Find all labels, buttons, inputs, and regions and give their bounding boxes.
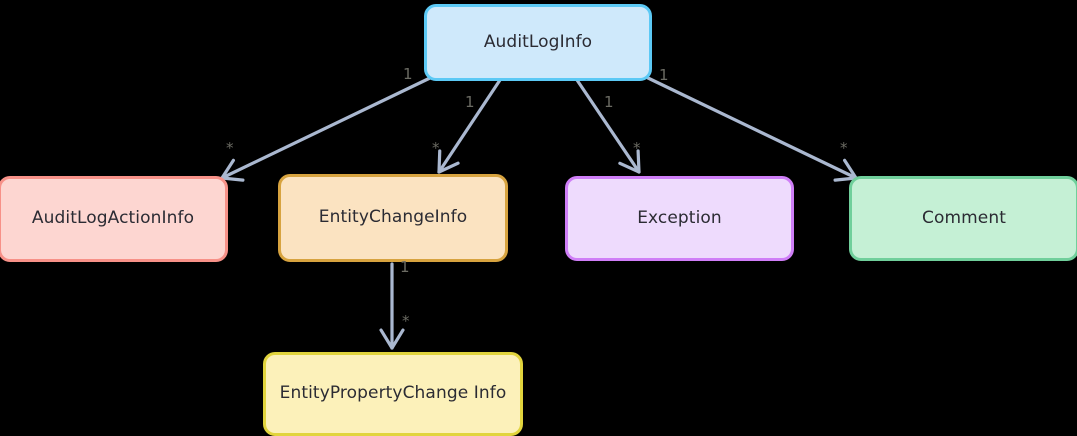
arrowhead-icon bbox=[618, 149, 641, 174]
edge-auditloginfo-to-auditlogactioninfo bbox=[220, 76, 432, 182]
node-auditlogactioninfo[interactable]: AuditLogActionInfo bbox=[0, 176, 228, 262]
node-label: Comment bbox=[922, 207, 1006, 228]
node-label: AuditLogInfo bbox=[483, 31, 593, 52]
edge-multiplicity-target: * bbox=[633, 139, 641, 157]
edge-line bbox=[437, 78, 502, 174]
node-entitypropertychangeinfo[interactable]: EntityPropertyChange Info bbox=[263, 352, 523, 436]
node-label: EntityChangeInfo bbox=[318, 207, 468, 228]
edge-auditloginfo-to-comment bbox=[646, 76, 858, 182]
edge-multiplicity-target: * bbox=[840, 139, 848, 157]
node-comment[interactable]: Comment bbox=[849, 176, 1077, 261]
edge-line bbox=[575, 78, 641, 174]
arrowhead-icon bbox=[379, 328, 405, 350]
edge-entitychangeinfo-to-entitypropertychangeinfo bbox=[379, 262, 405, 350]
edge-multiplicity-source: 1 bbox=[659, 66, 669, 84]
edge-multiplicity-source: 1 bbox=[403, 65, 413, 83]
edge-auditloginfo-to-entitychangeinfo bbox=[437, 78, 502, 174]
node-label: AuditLogActionInfo bbox=[31, 208, 195, 229]
edge-multiplicity-source: 1 bbox=[465, 93, 475, 111]
node-entitychangeinfo[interactable]: EntityChangeInfo bbox=[278, 174, 508, 262]
node-label: EntityPropertyChange Info bbox=[279, 383, 507, 404]
edge-multiplicity-source: 1 bbox=[604, 93, 614, 111]
edge-line bbox=[220, 76, 432, 180]
node-exception[interactable]: Exception bbox=[565, 176, 794, 261]
edge-multiplicity-target: * bbox=[226, 139, 234, 157]
edge-multiplicity-source: 1 bbox=[400, 258, 410, 276]
edge-line bbox=[646, 76, 858, 180]
edge-multiplicity-target: * bbox=[402, 312, 410, 330]
arrowhead-icon bbox=[437, 149, 460, 174]
edge-multiplicity-target: * bbox=[432, 139, 440, 157]
node-label: Exception bbox=[637, 207, 722, 228]
node-auditloginfo[interactable]: AuditLogInfo bbox=[424, 4, 652, 81]
edge-auditloginfo-to-exception bbox=[575, 78, 641, 174]
